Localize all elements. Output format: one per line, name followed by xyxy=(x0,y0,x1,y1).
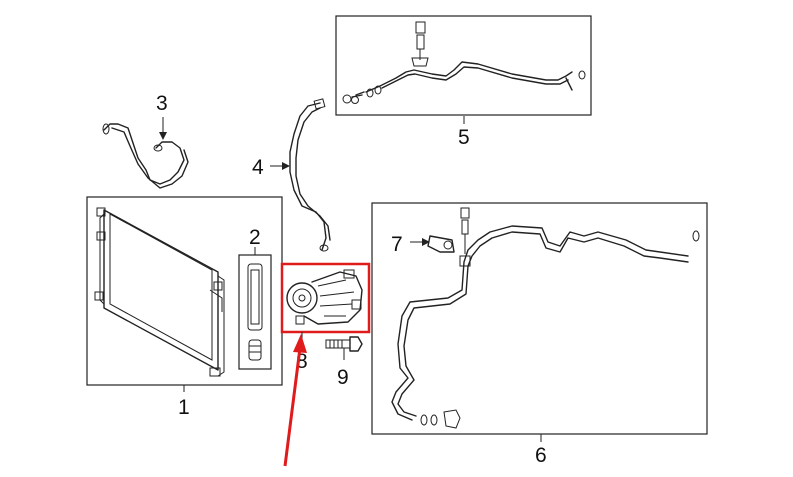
part-3-hose xyxy=(103,123,185,185)
highlight-arrow-head xyxy=(293,334,307,353)
callout-6: 6 xyxy=(535,444,547,467)
part-9-bolt xyxy=(325,336,363,352)
part-6-group[interactable]: 7 6 xyxy=(371,202,708,467)
part-1-condenser xyxy=(94,207,225,377)
part-3-group[interactable]: 3 xyxy=(102,92,189,189)
callout-2: 2 xyxy=(249,226,261,249)
callout-1: 1 xyxy=(178,396,190,419)
part-5-frame xyxy=(335,15,592,116)
part-5-hose xyxy=(342,21,586,104)
part-8-compressor xyxy=(286,269,363,325)
callout-4: 4 xyxy=(252,156,264,179)
highlight-arrow-shaft xyxy=(283,347,302,467)
part-8-group[interactable]: 8 xyxy=(280,262,371,467)
callout-5: 5 xyxy=(458,126,470,149)
callout-9: 9 xyxy=(337,366,349,389)
part-6-tube xyxy=(391,207,700,429)
callout-3: 3 xyxy=(156,92,168,115)
part-6-frame xyxy=(371,202,708,435)
part-1-group[interactable]: 1 xyxy=(86,196,283,419)
part-2-group[interactable]: 2 xyxy=(238,226,272,370)
callout-8: 8 xyxy=(296,350,308,373)
part-5-group[interactable]: 5 xyxy=(335,15,592,149)
part-8-highlight-box xyxy=(280,262,371,334)
part-2-desiccant xyxy=(247,263,263,361)
part-4-group[interactable]: 4 xyxy=(252,98,331,252)
part-9-group[interactable]: 9 xyxy=(325,336,363,389)
part-4-hose xyxy=(289,102,327,251)
callout-7: 7 xyxy=(391,233,403,256)
